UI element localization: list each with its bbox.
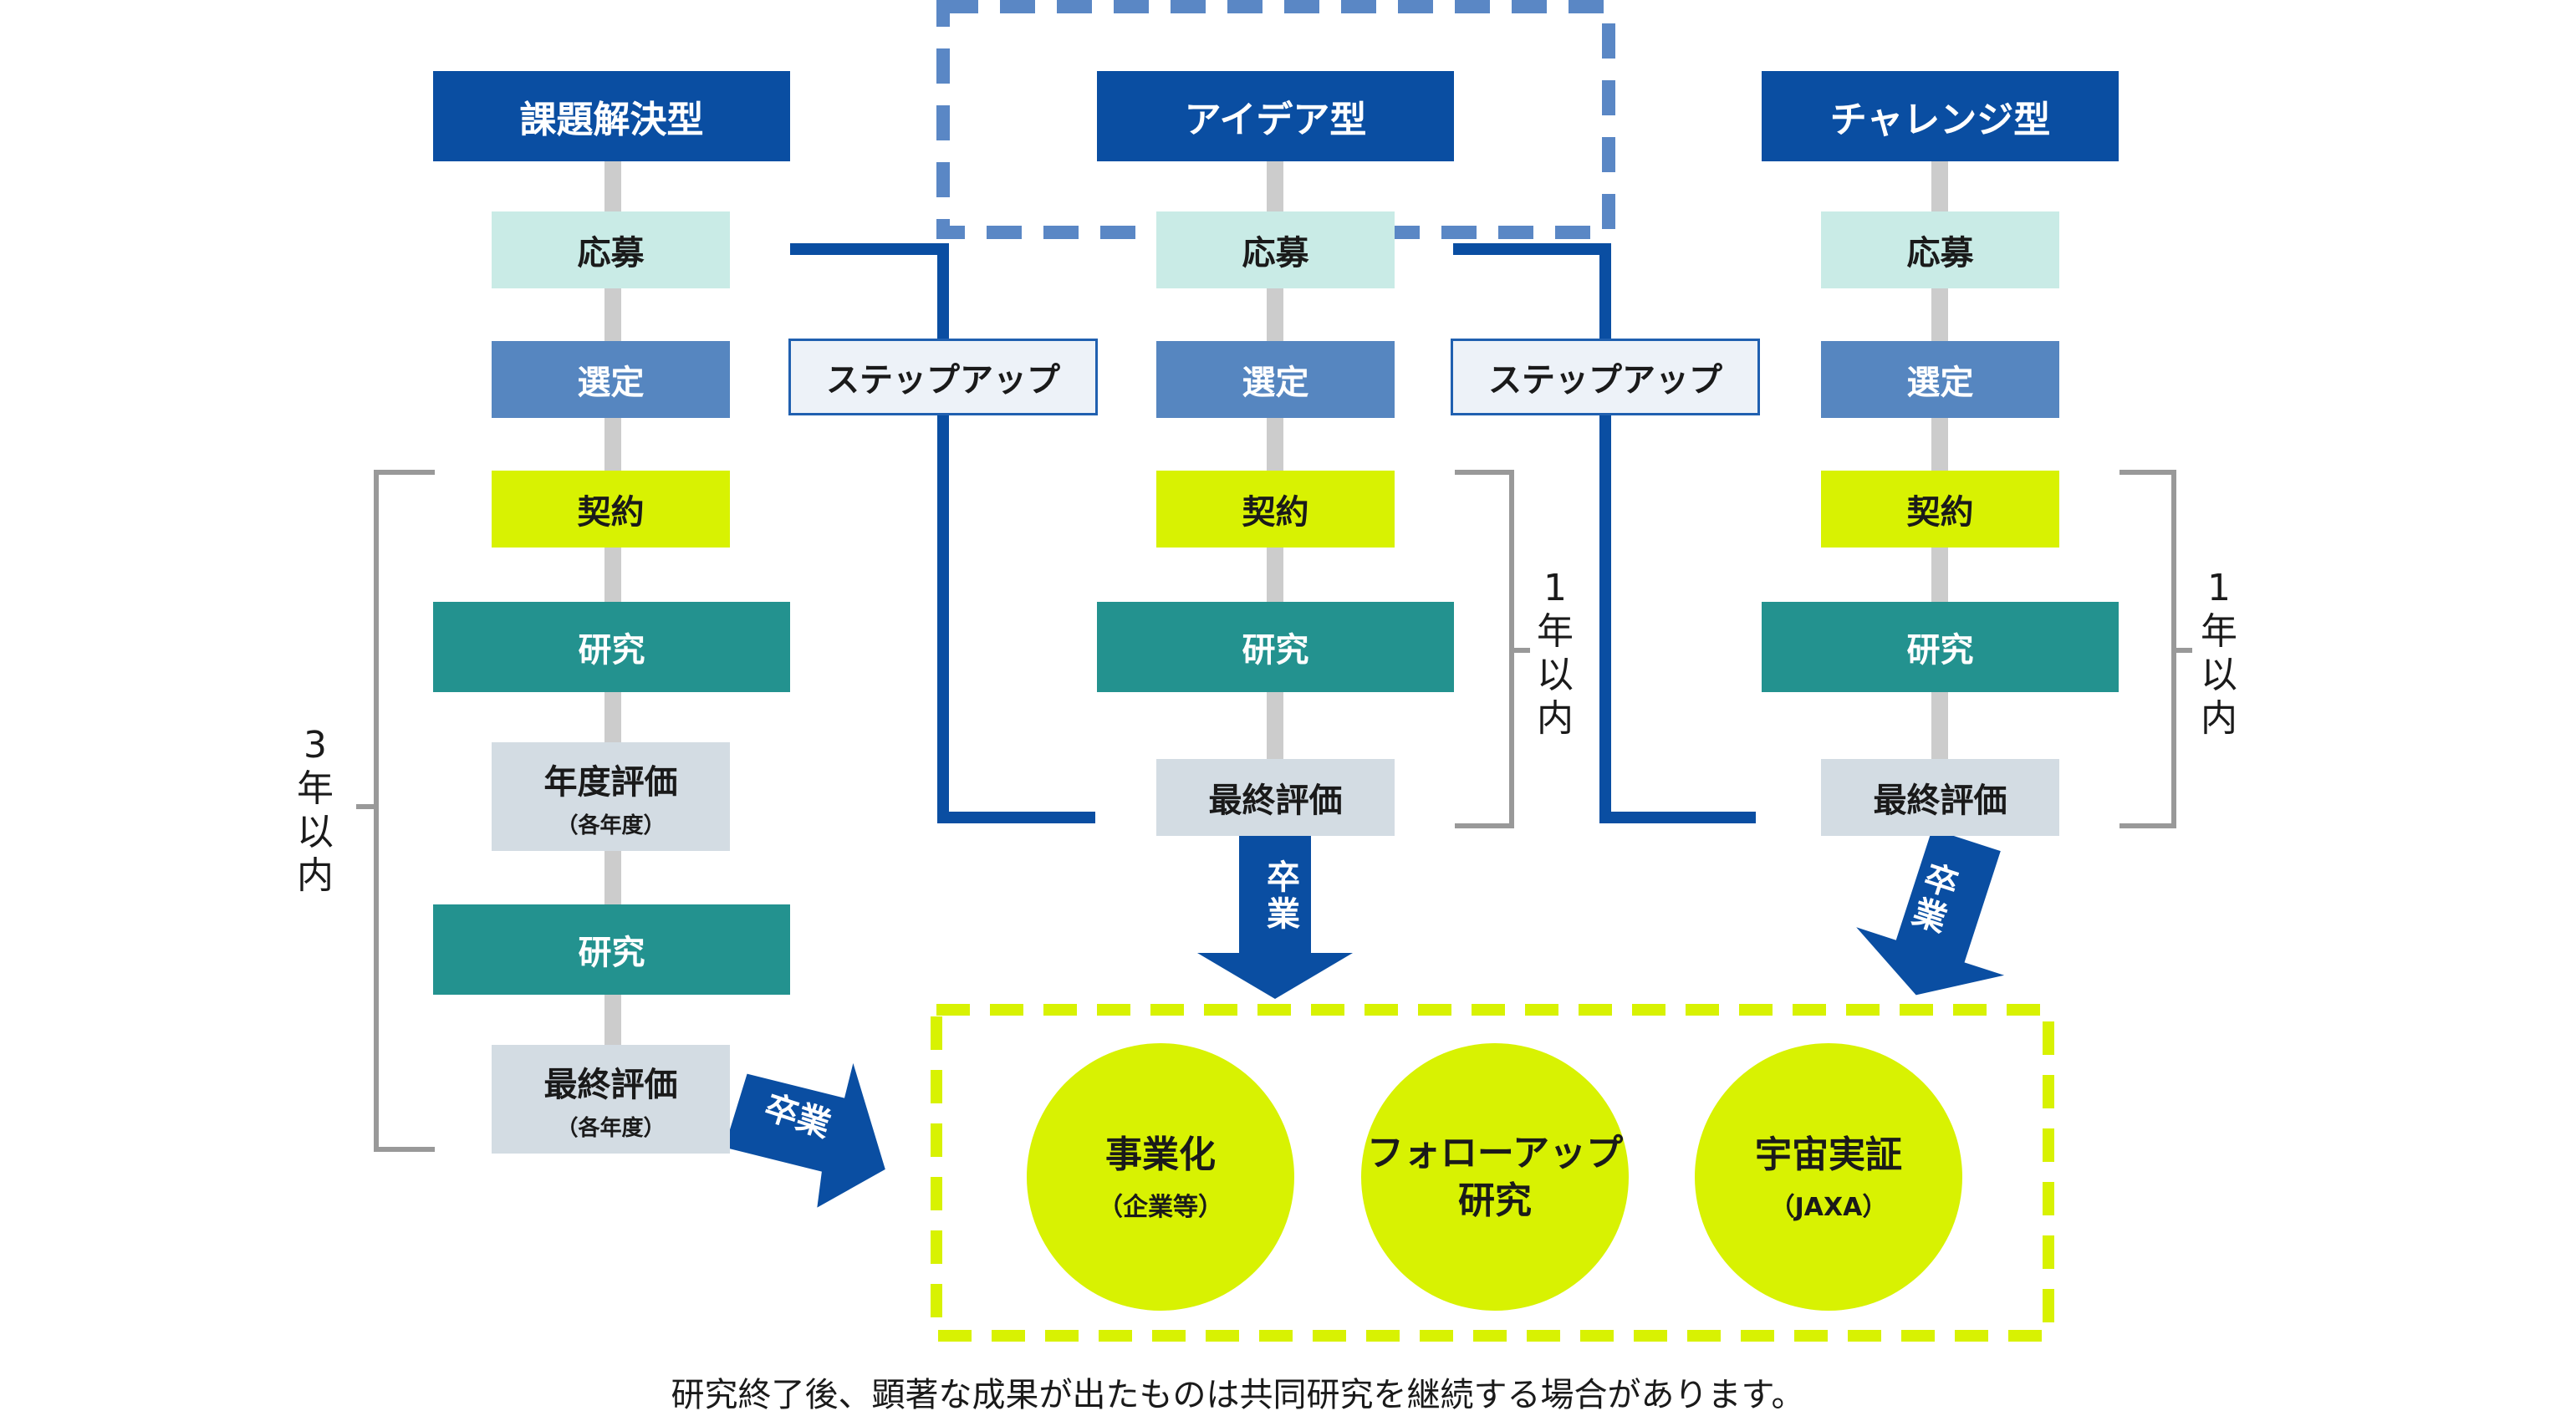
graduate-arrow-col3 [1856, 828, 2005, 996]
final-eval-label: 最終評価 [543, 1065, 678, 1104]
annual-eval-box-col1: 年度評価 （各年度） [492, 742, 730, 851]
duration-label-col2: 1 年 以 内 [1537, 567, 1574, 741]
duration-char: 以 [2201, 654, 2237, 696]
final-eval-sub: （各年度） [556, 1115, 666, 1141]
duration-char: 内 [297, 854, 334, 897]
outcome-space-demonstration: 宇宙実証 （JAXA） [1695, 1043, 1962, 1311]
select-box-col1: 選定 [492, 341, 730, 418]
outcome-commercialization: 事業化 （企業等） [1027, 1043, 1294, 1311]
final-eval-box-col1: 最終評価 （各年度） [492, 1045, 730, 1154]
duration-bracket-col2 [1455, 470, 1514, 828]
duration-char: 内 [2201, 697, 2237, 740]
outcomes-frame [931, 1004, 2054, 1342]
annual-eval-label: 年度評価 [543, 762, 678, 802]
duration-label-col3: 1 年 以 内 [2201, 567, 2237, 741]
outcome-main: 事業化 [1105, 1133, 1216, 1177]
outcome-main: 研究 [1458, 1179, 1532, 1222]
graduate-label-col2: 卒業 [1261, 859, 1299, 933]
duration-char: 以 [1537, 654, 1574, 696]
final-eval-box-col3: 最終評価 [1821, 759, 2059, 836]
duration-label-col1: 3 年 以 内 [297, 724, 334, 898]
duration-char: 内 [1537, 697, 1574, 740]
outcome-followup-research: フォローアップ 研究 [1361, 1043, 1629, 1311]
outcome-sub: （JAXA） [1769, 1192, 1888, 1222]
apply-box-col1: 応募 [492, 211, 730, 288]
footnote-text: 研究終了後、顕著な成果が出たものは共同研究を継続する場合があります。 [671, 1376, 1805, 1414]
research-box-col2: 研究 [1097, 602, 1454, 692]
apply-box-col3: 応募 [1821, 211, 2059, 288]
outcome-main: フォローアップ [1366, 1131, 1624, 1174]
column-header-challenge: チャレンジ型 [1762, 71, 2119, 161]
stepup-connector-1 [790, 243, 1095, 823]
duration-char: 年 [1537, 610, 1574, 653]
duration-char: 1 [2207, 567, 2231, 609]
stepup-box-2: ステップアップ [1451, 339, 1760, 415]
graduate-arrow-col1 [724, 1062, 885, 1208]
research-box-col3: 研究 [1762, 602, 2119, 692]
contract-box-col3: 契約 [1821, 471, 2059, 548]
research-box-col1-first: 研究 [433, 602, 790, 692]
outcome-sub: （企業等） [1098, 1192, 1223, 1222]
duration-char: 3 [304, 724, 327, 767]
contract-box-col2: 契約 [1156, 471, 1395, 548]
duration-char: 以 [297, 811, 334, 853]
duration-char: 年 [297, 767, 334, 810]
duration-char: 1 [1543, 567, 1567, 609]
apply-box-col2: 応募 [1156, 211, 1395, 288]
column-header-idea: アイデア型 [1097, 71, 1454, 161]
column-header-problem-solving: 課題解決型 [433, 71, 790, 161]
contract-box-col1: 契約 [492, 471, 730, 548]
graduate-arrow-col2 [1197, 836, 1353, 999]
outcome-main: 宇宙実証 [1755, 1133, 1902, 1177]
stepup-box-1: ステップアップ [788, 339, 1098, 415]
footnote: 研究終了後、顕著な成果が出たものは共同研究を継続する場合があります。 [0, 1368, 2576, 1416]
annual-eval-sub: （各年度） [556, 812, 666, 838]
final-eval-box-col2: 最終評価 [1156, 759, 1395, 836]
stepup-connector-2 [1453, 243, 1756, 823]
select-box-col2: 選定 [1156, 341, 1395, 418]
duration-bracket-col1 [374, 470, 435, 1152]
duration-bracket-col3 [2119, 470, 2176, 828]
duration-char: 年 [2201, 610, 2237, 653]
select-box-col3: 選定 [1821, 341, 2059, 418]
research-box-col1-second: 研究 [433, 904, 790, 995]
